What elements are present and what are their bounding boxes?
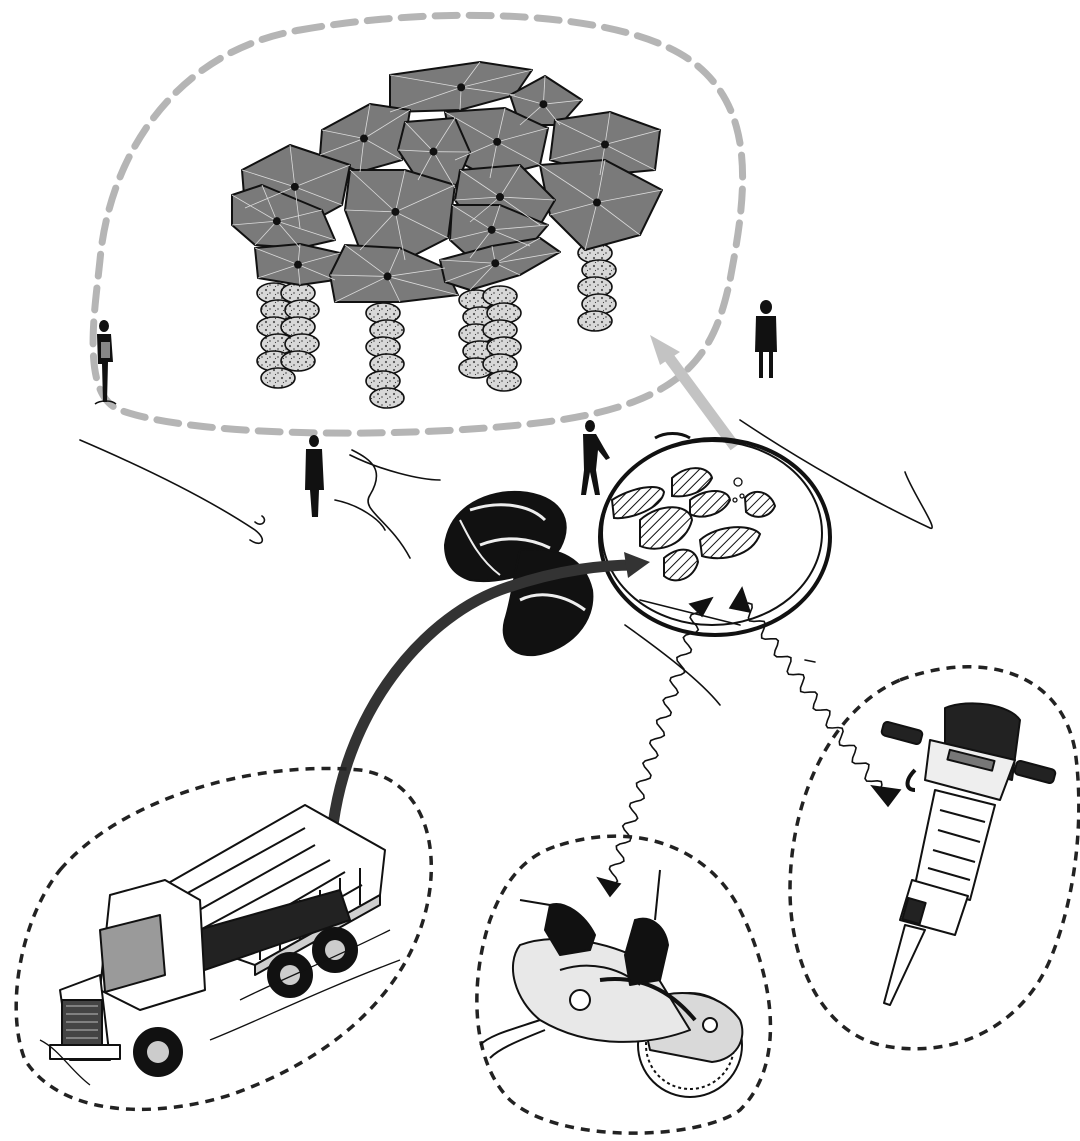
pavilion-group bbox=[93, 15, 743, 433]
truck-to-rubble-arrow bbox=[330, 552, 650, 860]
dump-truck-group bbox=[16, 768, 431, 1109]
slab-anchor bbox=[497, 194, 503, 200]
slab-anchor bbox=[458, 84, 464, 90]
person-middle bbox=[305, 435, 324, 517]
gravel-column bbox=[578, 243, 616, 331]
slab-anchor bbox=[361, 136, 367, 142]
cut-saw-group bbox=[477, 836, 771, 1133]
slab-anchor bbox=[540, 101, 546, 107]
slab-anchor bbox=[494, 139, 500, 145]
gravel-stone bbox=[578, 311, 612, 331]
cut-off-saw-icon bbox=[480, 870, 742, 1097]
saw-to-rubble-arrow bbox=[598, 598, 712, 896]
slab-anchor bbox=[295, 262, 301, 268]
slab-anchor bbox=[274, 218, 280, 224]
gravel-stone bbox=[487, 371, 521, 391]
slab-anchor bbox=[492, 260, 498, 266]
slab-anchor bbox=[385, 273, 391, 279]
rubble-crumbs bbox=[733, 478, 744, 502]
dump-truck-icon bbox=[50, 805, 385, 1076]
person-walking bbox=[581, 420, 610, 495]
gravel-stone bbox=[261, 368, 295, 388]
jackhammer-icon bbox=[881, 703, 1056, 1005]
gravel-column bbox=[366, 303, 404, 408]
stone-slab bbox=[540, 160, 662, 250]
gravel-stone bbox=[281, 351, 315, 371]
person-right-back bbox=[755, 300, 777, 378]
slab-anchor bbox=[292, 184, 298, 190]
slab-anchor bbox=[489, 227, 495, 233]
slab-anchor bbox=[602, 142, 608, 148]
slab-anchor bbox=[594, 200, 600, 206]
rubble-cluster bbox=[600, 434, 830, 636]
gravel-stone bbox=[370, 388, 404, 408]
gravel-column bbox=[281, 283, 319, 371]
jackhammer-group bbox=[790, 667, 1079, 1049]
stone-slab bbox=[330, 245, 458, 302]
slab-anchor bbox=[431, 149, 437, 155]
slab-anchor bbox=[392, 209, 398, 215]
